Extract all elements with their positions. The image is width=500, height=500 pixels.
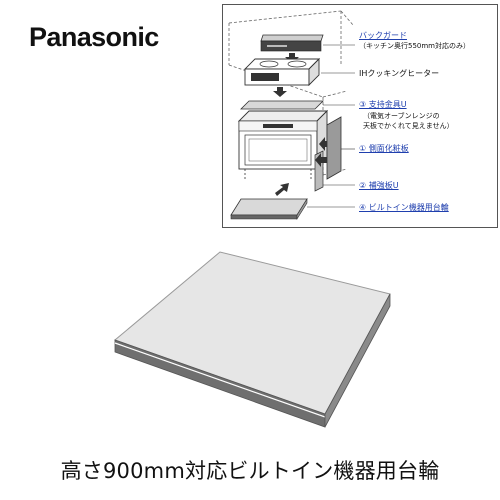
arrow-down-icon [273, 87, 287, 97]
builtin-stand-illustration [114, 251, 391, 428]
builtin-stand-part [230, 197, 308, 221]
label-support-bracket: ③ 支持金具U [359, 100, 407, 109]
label-builtin-stand: ④ ビルトイン機器用台輪 [359, 203, 449, 212]
product-caption: 高さ900mm対応ビルトイン機器用台輪 [60, 459, 440, 483]
back-guard-part [260, 34, 324, 52]
installation-diagram: バックガード （キッチン奥行550mm対応のみ） IHクッキングヒーター ③ 支… [222, 4, 498, 228]
label-back-guard: バックガード [359, 31, 407, 40]
oven-part [237, 109, 329, 181]
support-bracket-part [240, 100, 324, 110]
ih-heater-part [243, 57, 321, 87]
leader-lines [307, 44, 355, 208]
label-reinforcement: ② 補強板U [359, 181, 399, 190]
diagram-drawing [228, 10, 355, 221]
label-support-note-1: （電気オーブンレンジの [363, 112, 440, 120]
arrow-left-icon [315, 153, 327, 167]
label-side-panel: ① 側面化粧板 [359, 144, 409, 153]
arrow-up-icon [275, 183, 289, 196]
label-ih-heater: IHクッキングヒーター [359, 69, 440, 78]
panasonic-logo: Panasonic [29, 22, 159, 52]
arrow-down-icon [285, 53, 299, 63]
side-panel-part [326, 116, 342, 180]
label-back-guard-note: （キッチン奥行550mm対応のみ） [359, 42, 470, 50]
product-image [100, 244, 400, 438]
arrow-left-icon [319, 137, 331, 151]
label-support-note-2: 天板でかくれて見えません） [363, 122, 454, 130]
